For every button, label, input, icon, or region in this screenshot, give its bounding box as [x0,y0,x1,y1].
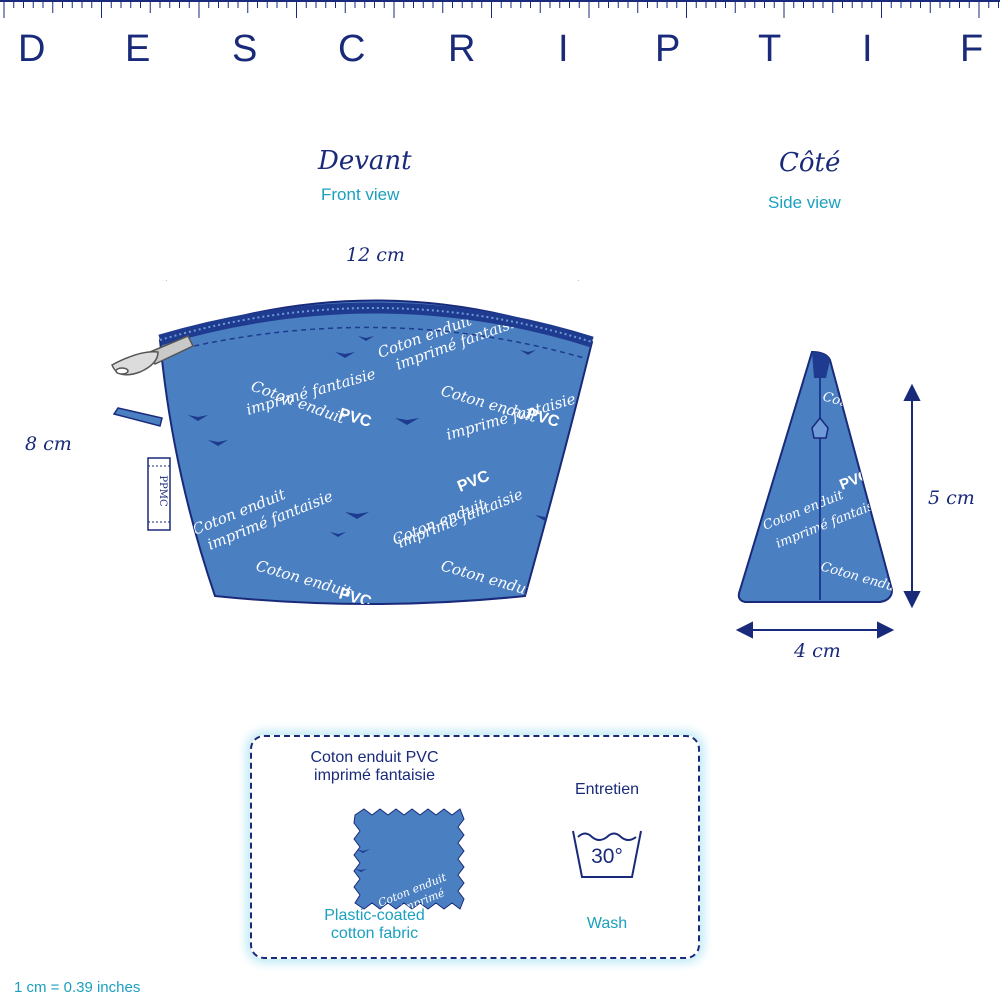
title-letter: S [232,28,258,70]
front-pouch-illustration: Coton enduit imprimé fantaisie Coton end… [111,280,594,605]
fabric-label-line2: imprimé fantaisie [314,767,435,784]
tab-loop [112,407,163,427]
fabric-label-en-line1: Plastic-coated [324,907,425,924]
side-view-title: Côté [779,148,841,178]
title-letter: D [18,28,46,70]
front-view-title: Devant [318,146,412,176]
fabric-label: Coton enduit PVC imprimé fantaisie [252,749,497,785]
title-letter: P [655,28,681,70]
unit-conversion-note: 1 cm = 0.39 inches [14,979,141,996]
ruler-strip [0,0,1000,18]
side-pouch-illustration: Coton enduit imprimé fantaisie Coton end… [735,350,921,639]
title-letter: F [960,28,984,70]
title-letter: T [758,28,782,70]
legend-box: Coton enduit PVC imprimé fantaisie Coton… [250,735,700,959]
page-title: D E S C R I P T I F [0,28,1000,88]
side-width-label: 4 cm [794,640,841,662]
wash-temperature: 30° [591,845,623,868]
title-letter: E [125,28,151,70]
side-view-subtitle: Side view [768,193,841,212]
fabric-label-line1: Coton enduit PVC [310,749,439,766]
title-letter: I [558,28,569,70]
title-letter: C [338,28,366,70]
title-letter: R [448,28,476,70]
care-title: Entretien [574,781,640,798]
fabric-label-en-line2: cotton fabric [330,925,419,942]
front-height-label: 8 cm [25,433,72,455]
side-height-arrow [903,383,921,609]
brand-tag-text: PPMC [157,475,168,507]
side-pouch-body [737,350,894,603]
front-view-subtitle: Front view [321,185,400,204]
title-letter: I [862,28,873,70]
fabric-swatch: Coton enduit imprimé [353,808,465,910]
front-pouch-body [158,299,594,605]
brand-tag [147,457,171,531]
stitch-line [167,326,585,359]
fabric-label-en: Plastic-coated cotton fabric [252,907,497,943]
side-height-label: 5 cm [928,487,975,509]
zipper-pull [111,335,195,376]
side-width-arrow [735,621,895,639]
side-zipper-top [812,352,830,378]
front-width-label: 12 cm [346,244,405,266]
wash-30-icon [572,830,642,878]
care-label-en: Wash [586,915,628,932]
side-zipper-pull [811,416,829,439]
